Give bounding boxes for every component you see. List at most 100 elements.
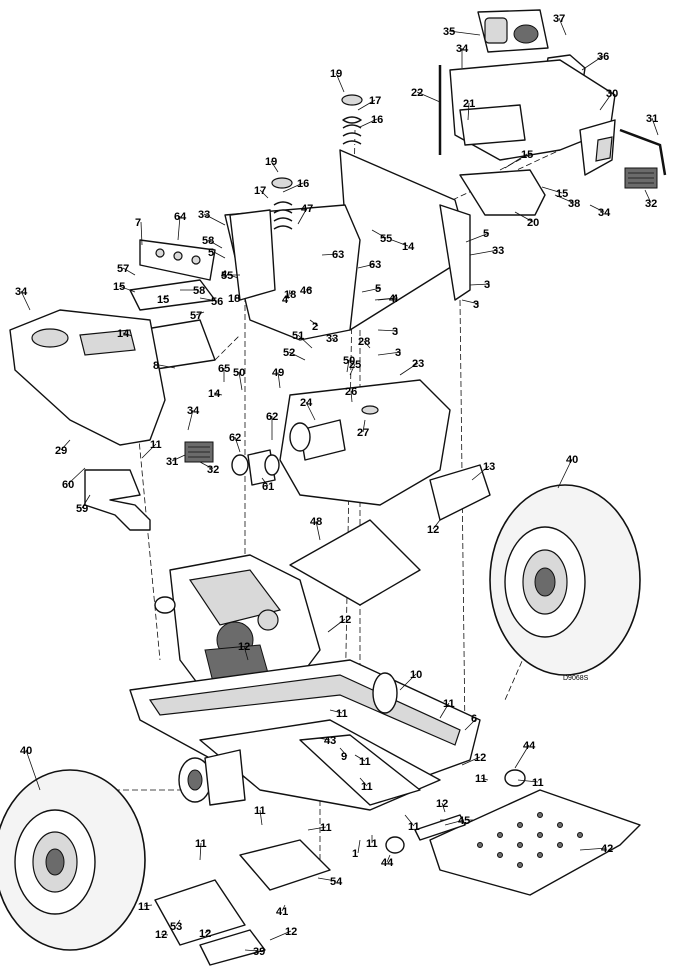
- part-callout: 34: [598, 207, 611, 219]
- part-callout: 6: [471, 713, 477, 725]
- callout-leader: [162, 294, 169, 300]
- callout-leader: [514, 744, 530, 769]
- callout-leader: [361, 287, 382, 293]
- callout-leader: [307, 826, 327, 831]
- callout-leader: [541, 186, 563, 194]
- part-callout: 3: [473, 299, 479, 311]
- chassis: [129, 659, 481, 811]
- callout-leader: [204, 929, 211, 934]
- part-callout: 5: [208, 247, 214, 259]
- callout-leader: [335, 72, 345, 93]
- part-callout: 8: [153, 360, 159, 372]
- part-callout: 19: [330, 68, 342, 80]
- callout-leader: [297, 207, 308, 225]
- callout-leader: [377, 351, 402, 356]
- part-callout: 58: [202, 235, 214, 247]
- callout-leader: [359, 777, 368, 787]
- part-callout: 11: [532, 777, 544, 789]
- part-callout: 53: [170, 921, 182, 933]
- callout-leader: [207, 239, 223, 249]
- part-callout: 11: [320, 822, 332, 834]
- footplate: [429, 789, 641, 896]
- callout-leader: [171, 454, 186, 462]
- part-callout: 34: [187, 405, 200, 417]
- callout-leader: [480, 777, 489, 781]
- callout-leader: [439, 702, 450, 719]
- part-callout: 28: [358, 336, 370, 348]
- part-callout: 61: [262, 481, 274, 493]
- part-callout: 9: [341, 751, 347, 763]
- part-callout: 5: [375, 283, 381, 295]
- part-callout: 56: [211, 296, 223, 308]
- callout-leader: [329, 709, 343, 714]
- part-callout: 26: [345, 386, 357, 398]
- callout-leader: [469, 283, 491, 286]
- callout-leader: [581, 55, 604, 71]
- console-assembly: [449, 9, 616, 176]
- part-callout: 12: [285, 926, 297, 938]
- part-callout: 12: [427, 524, 439, 536]
- part-callout: 44: [523, 740, 536, 752]
- callout-leader: [464, 717, 478, 731]
- part-callout: 11: [195, 838, 207, 850]
- callout-leader: [244, 949, 260, 952]
- callout-leader: [309, 319, 319, 327]
- part-callout: 4: [389, 293, 396, 305]
- callout-leader: [259, 189, 269, 199]
- callout-leader: [203, 213, 226, 226]
- callout-leader: [60, 439, 71, 451]
- callout-leader: [350, 390, 353, 403]
- grille-right: [624, 167, 658, 189]
- callout-leader: [297, 334, 313, 349]
- callout-leader: [277, 371, 281, 389]
- callout-leader: [371, 229, 387, 239]
- callout-leader: [270, 160, 279, 173]
- part-callout: 7: [135, 217, 141, 229]
- part-callout: 57: [190, 310, 202, 322]
- callout-leader: [349, 363, 356, 376]
- part-callout: 5: [483, 228, 489, 240]
- part-callout: 11: [138, 901, 150, 913]
- part-callout: 22: [411, 87, 423, 99]
- part-callout: 59: [76, 503, 88, 515]
- part-callout: 18: [228, 293, 240, 305]
- part-callout: 50: [233, 367, 245, 379]
- part-callout: 27: [357, 427, 369, 439]
- callout-leader: [391, 239, 409, 247]
- callout-leader: [213, 251, 226, 259]
- part-callout: 11: [361, 781, 373, 793]
- part-callout: 38: [568, 198, 580, 210]
- part-callout: 62: [266, 411, 278, 423]
- part-callout: 23: [412, 358, 424, 370]
- callout-leader: [331, 337, 336, 341]
- callout-leader: [234, 436, 241, 453]
- part-callout: 2: [312, 321, 318, 333]
- part-callout: 4: [282, 294, 289, 306]
- callout-layer: 3537343619171622213031151538343220191716…: [15, 13, 659, 958]
- part-callout: 4: [392, 293, 399, 305]
- callout-leader: [327, 618, 346, 633]
- part-callout: 32: [645, 198, 657, 210]
- spring-upper: [341, 94, 363, 145]
- callout-leader: [20, 290, 31, 311]
- callout-leader: [141, 443, 157, 459]
- part-callout: 31: [166, 456, 178, 468]
- callout-leader: [504, 153, 528, 169]
- part-callout: 11: [408, 821, 420, 833]
- part-callout: 10: [410, 669, 422, 681]
- part-callout: 3: [392, 326, 398, 338]
- callout-leader: [25, 749, 41, 791]
- grille-left: [184, 441, 214, 463]
- callout-leader: [444, 819, 465, 826]
- part-callout: 18: [284, 289, 296, 301]
- part-callout: 11: [336, 708, 348, 720]
- left-bracket: [129, 239, 216, 371]
- callout-leader: [158, 364, 176, 369]
- left-fender: [9, 309, 166, 446]
- part-callout: 30: [606, 88, 618, 100]
- part-callout: 17: [254, 185, 266, 197]
- part-callout: 11: [366, 838, 378, 850]
- callout-leader: [269, 930, 292, 941]
- callout-leader: [363, 340, 371, 349]
